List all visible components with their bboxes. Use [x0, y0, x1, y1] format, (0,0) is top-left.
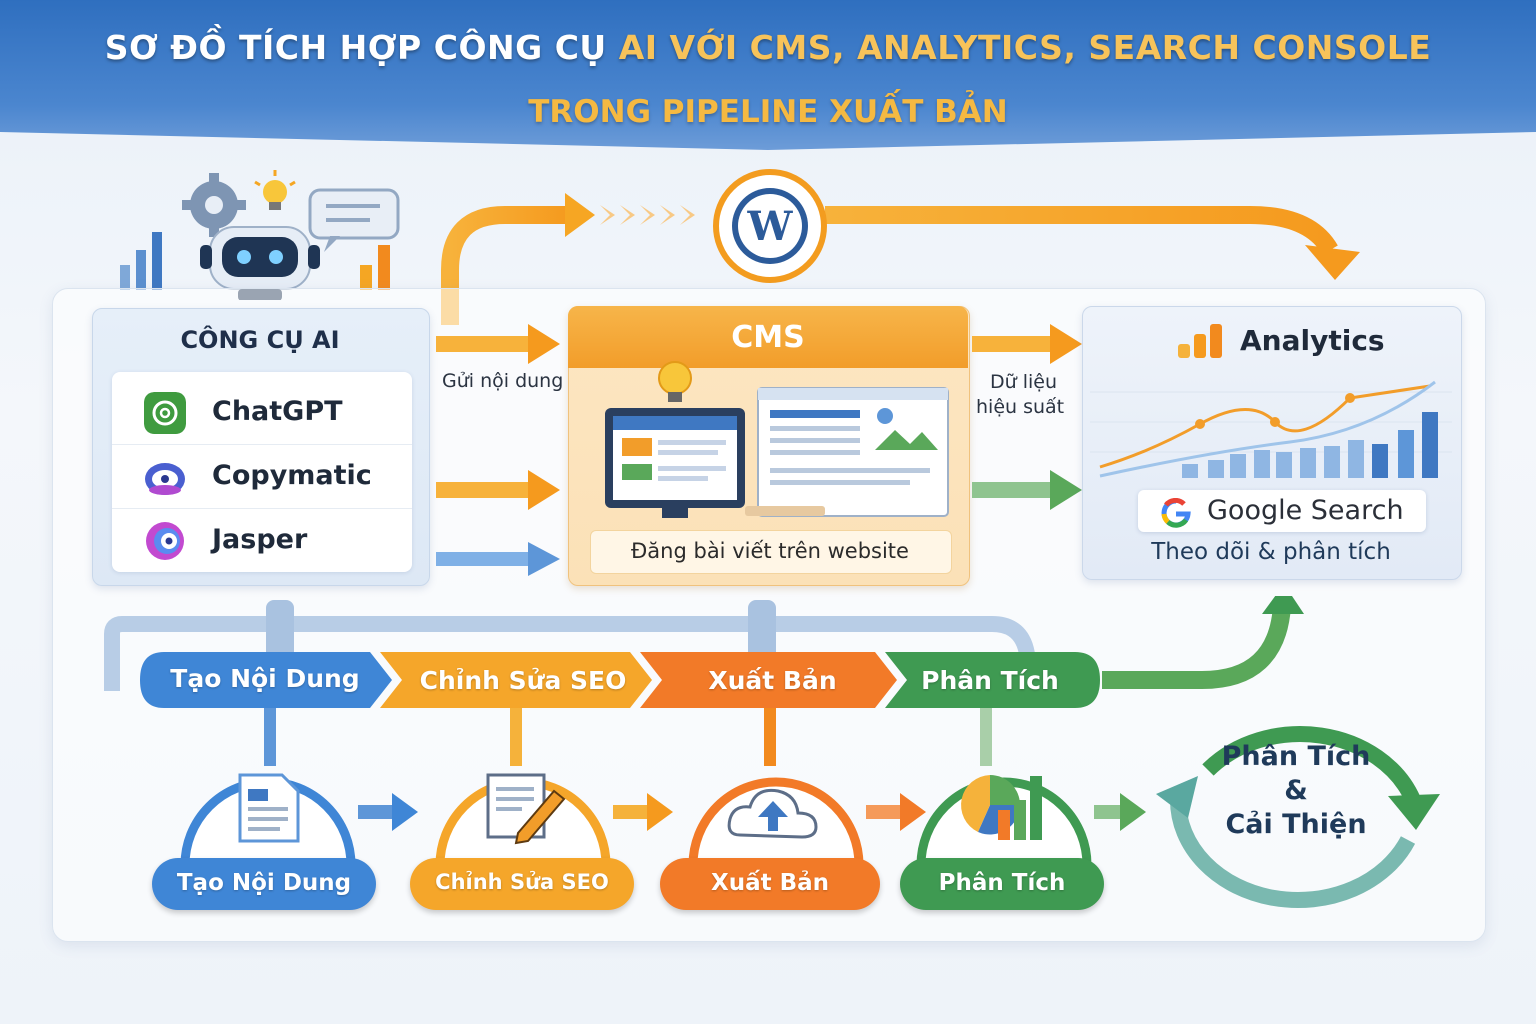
browser-window-icon [757, 387, 949, 517]
cms-caption: Đăng bài viết trên website [631, 539, 909, 563]
ai-tools-title: CÔNG CỤ AI [180, 326, 340, 354]
ai-tool-chatgpt: ChatGPT [112, 380, 412, 445]
document-icon [238, 773, 300, 843]
step-pill-create [152, 858, 376, 910]
ai-tool-jasper: Jasper [112, 508, 412, 572]
copymatic-logo-icon [145, 463, 185, 495]
wordpress-icon: W [713, 169, 827, 283]
google-analytics-icon [1178, 324, 1222, 358]
top-flow-arrow [441, 193, 1360, 325]
step-pill-publish [660, 858, 880, 910]
performance-data-line-2: hiệu suất [976, 396, 1065, 418]
svg-text:W: W [747, 203, 794, 250]
pipeline-banner [140, 652, 1100, 708]
ai-tool-name: ChatGPT [212, 396, 343, 427]
lightbulb-icon [658, 361, 692, 402]
banner-step-publish: Xuất Bản [708, 666, 837, 695]
cms-caption-box [590, 530, 952, 574]
ai-robot-illustration [120, 170, 400, 300]
google-search-pill [1138, 490, 1426, 532]
edit-pencil-icon [486, 773, 566, 845]
cms-header [568, 306, 968, 368]
step-pill-seo-label: Chỉnh Sửa SEO [435, 870, 609, 894]
analytics-chart-illustration [1090, 380, 1452, 478]
cloud-upload-icon [727, 788, 818, 839]
cycle-label: Phân Tích & Cải Thiện [1198, 740, 1394, 842]
pipeline-step-icons [180, 773, 1146, 866]
improvement-cycle [1156, 726, 1440, 909]
header-banner [0, 0, 1536, 150]
ai-tool-name: Jasper [212, 524, 308, 555]
send-content-label: Gửi nội dung [442, 370, 564, 392]
step-pill-create-label: Tạo Nội Dung [176, 870, 352, 896]
pie-chart-icon [961, 775, 1042, 840]
step-pill-seo [410, 858, 634, 910]
monitor-icon [605, 408, 745, 518]
google-search-label: Google Search [1207, 495, 1404, 526]
page-subtitle: TRONG PIPELINE XUẤT BẢN [528, 94, 1008, 130]
analytics-caption: Theo dõi & phân tích [1151, 539, 1391, 565]
ai-tool-name: Copymatic [212, 460, 372, 491]
analytics-title: Analytics [1240, 324, 1385, 357]
banner-step-create: Tạo Nội Dung [170, 664, 360, 693]
cycle-line-3: Cải Thiện [1225, 809, 1367, 840]
banner-step-analyze: Phân Tích [921, 666, 1059, 695]
title-part-2: AI VỚI CMS, ANALYTICS, SEARCH CONSOLE [618, 28, 1432, 67]
lightbulb-icon [254, 170, 296, 210]
cms-to-analytics-arrows [972, 324, 1082, 510]
cms-website-illustration [605, 361, 949, 518]
ai-to-cms-arrows [436, 324, 560, 576]
jasper-logo-icon [146, 522, 184, 560]
banner-step-seo: Chỉnh Sửa SEO [419, 666, 627, 695]
performance-data-label: Dữ liệu hiệu suất [976, 370, 1064, 420]
cycle-line-2: & [1284, 775, 1308, 806]
ai-tool-copymatic: Copymatic [112, 444, 412, 509]
robot-icon [200, 226, 320, 300]
gear-icon [182, 173, 246, 237]
cycle-line-1: Phân Tích [1221, 741, 1371, 772]
page-title: SƠ ĐỒ TÍCH HỢP CÔNG CỤ AI VỚI CMS, ANALY… [0, 28, 1536, 67]
google-g-icon [1161, 498, 1191, 528]
performance-data-line-1: Dữ liệu [990, 371, 1058, 393]
chat-bubble-icon [308, 188, 400, 252]
step-pill-analyze [900, 858, 1104, 910]
pipeline-connectors [104, 596, 1304, 766]
chatgpt-logo-icon [144, 392, 186, 434]
step-pill-publish-label: Xuất Bản [710, 870, 830, 896]
title-part-1: SƠ ĐỒ TÍCH HỢP CÔNG CỤ [104, 28, 607, 67]
step-pill-analyze-label: Phân Tích [938, 870, 1066, 896]
cms-title: CMS [731, 320, 805, 355]
ai-tools-list: ChatGPT Copymatic Jasper [112, 372, 412, 572]
